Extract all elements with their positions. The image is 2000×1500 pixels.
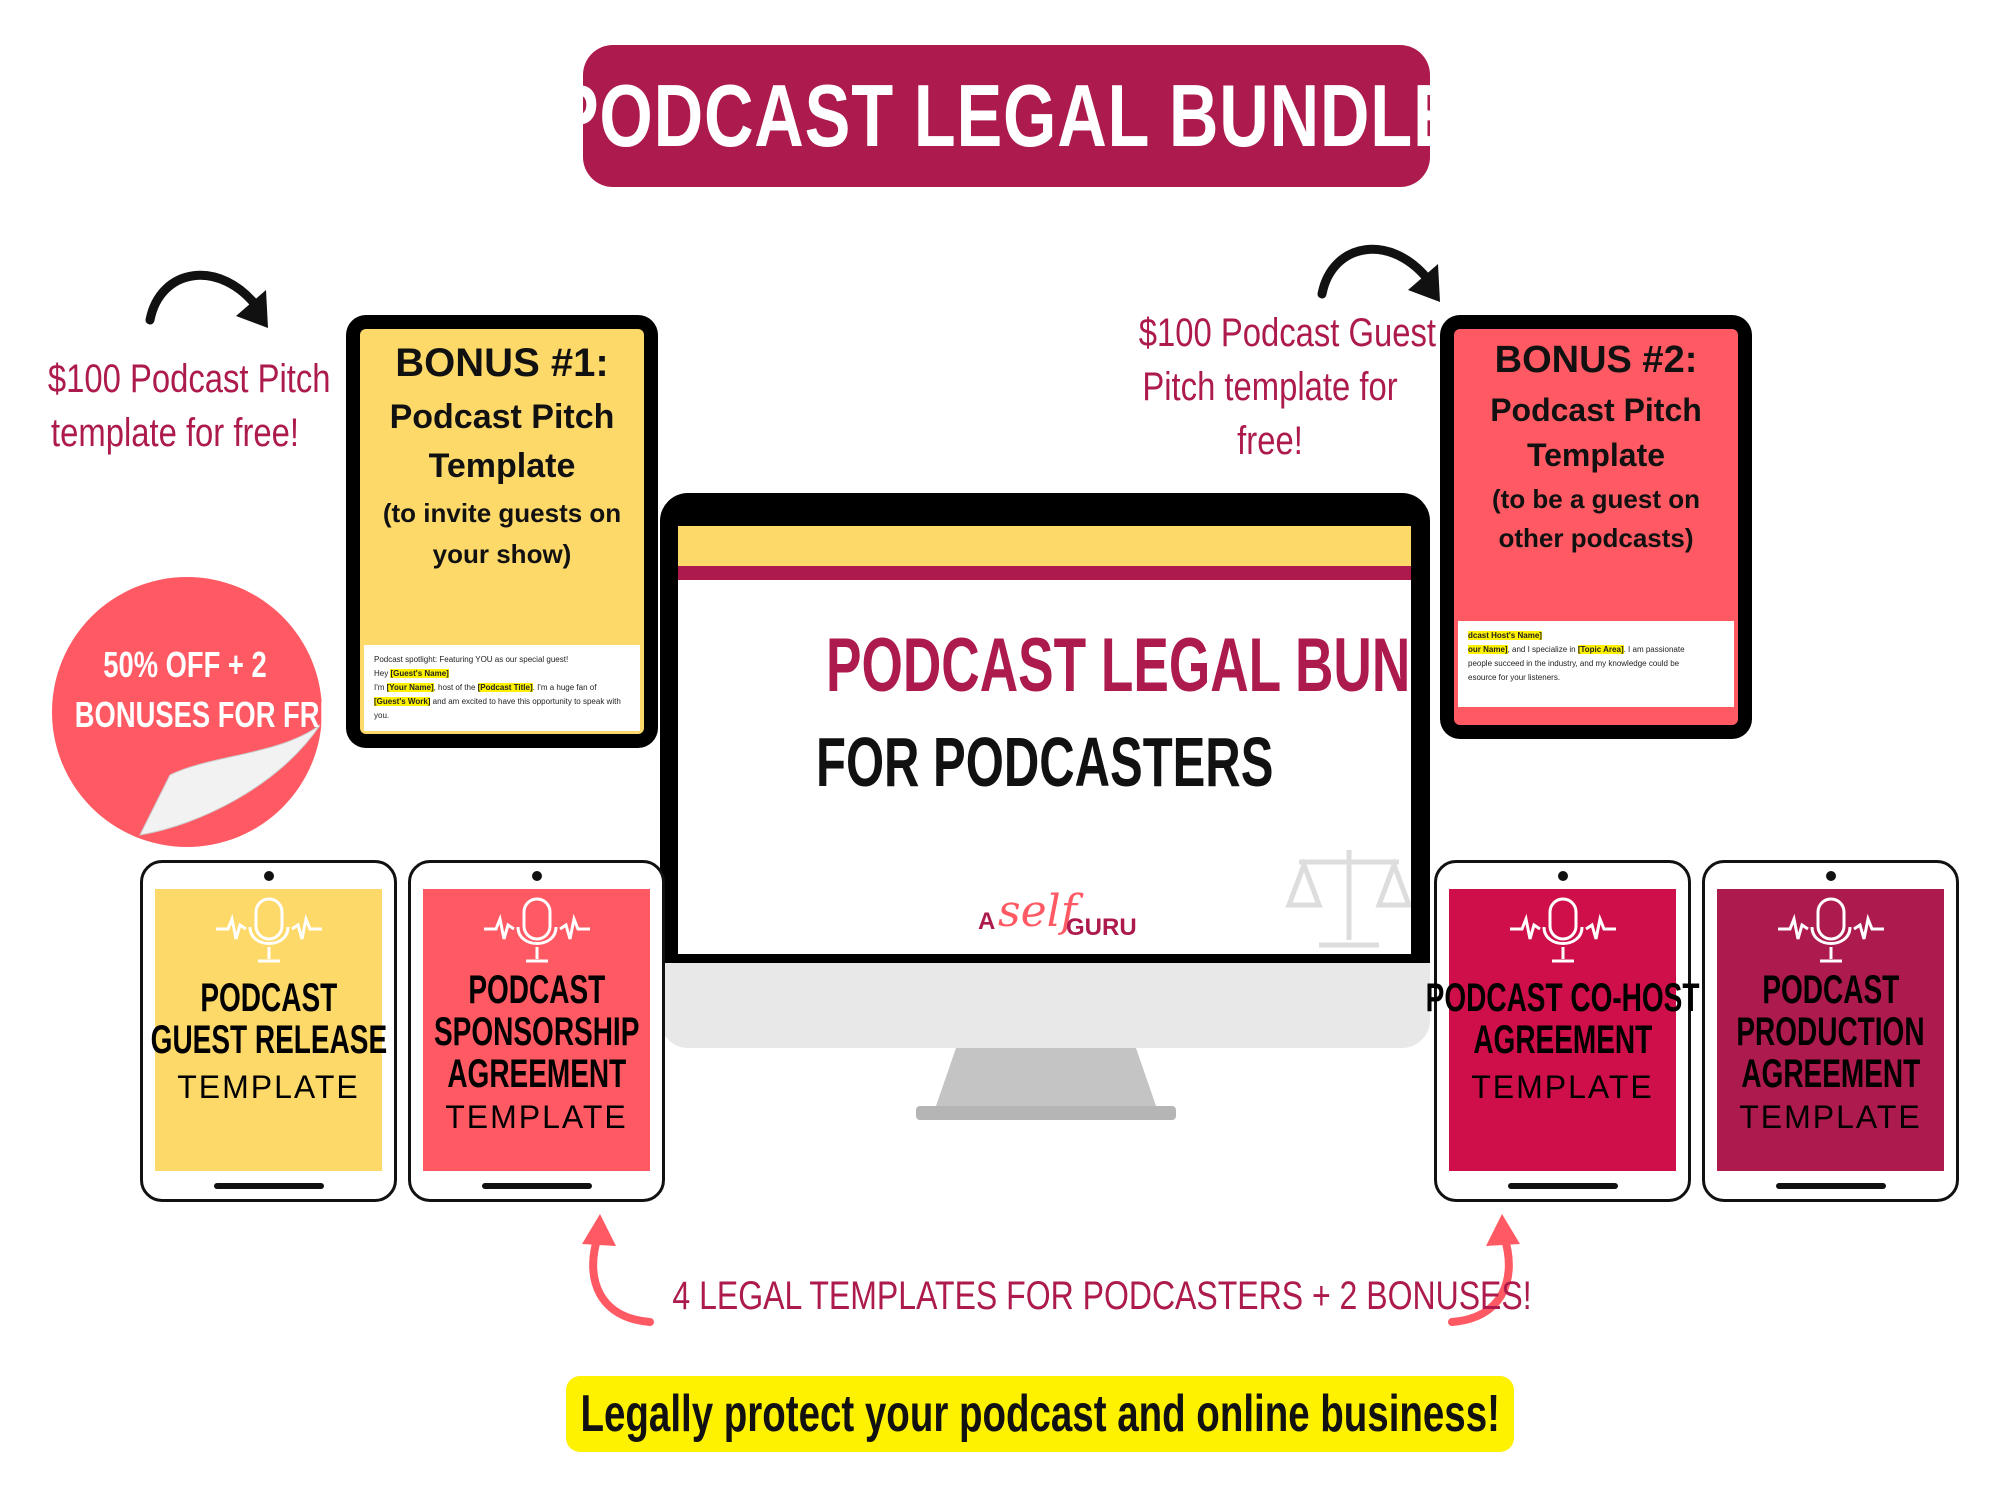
- title-banner: PODCAST LEGAL BUNDLE: [553, 45, 1459, 187]
- sticker-text: 50% OFF + 2 BONUSES FOR FREE!: [40, 640, 366, 740]
- bonus2-screen: BONUS #2: Podcast Pitch Template (to be …: [1454, 329, 1738, 725]
- logo-guru: GURU: [1066, 914, 1137, 941]
- bonus2-tablet: BONUS #2: Podcast Pitch Template (to be …: [1440, 315, 1752, 739]
- doc-highlight: [Your Name]: [386, 683, 434, 692]
- template-title-line2: PRODUCTION: [1736, 1010, 1925, 1054]
- camera-dot: [263, 871, 274, 881]
- bonus2-title2: Template: [1526, 437, 1666, 473]
- sticker-line1: 50% OFF + 2: [103, 644, 267, 685]
- template-label: TEMPLATE: [445, 1099, 628, 1135]
- doc-line: people succeed in the industry, and my k…: [1468, 659, 1680, 668]
- doc-text: , host of the: [433, 683, 478, 692]
- left-bonus-note: $100 Podcast Pitch template for free!: [20, 352, 331, 460]
- template-label: TEMPLATE: [1471, 1069, 1654, 1105]
- doc-text: . I'm a huge fan of: [532, 683, 597, 692]
- sticker-line2: BONUSES FOR FREE!: [74, 694, 366, 735]
- home-bar: [1507, 1183, 1618, 1189]
- monitor-stand: [916, 1048, 1176, 1120]
- template-label: TEMPLATE: [1739, 1099, 1922, 1135]
- curved-arrow-icon: [145, 270, 268, 328]
- logo-a: A: [978, 908, 996, 935]
- template-phone-cohost: PODCAST CO-HOST AGREEMENT TEMPLATE: [1426, 860, 1699, 1202]
- bonus2-doc-preview: dcast Host's Name] our Name], and I spec…: [1458, 621, 1734, 707]
- monitor-screen: PODCAST LEGAL BUNDLE FOR PODCASTERS A se…: [678, 526, 1411, 954]
- curved-arrow-icon: [1317, 244, 1440, 302]
- doc-text: Hey: [374, 669, 391, 678]
- template-title-line1: PODCAST CO-HOST: [1425, 976, 1700, 1020]
- template-title-line2: GUEST RELEASE: [150, 1018, 387, 1062]
- bonus2-heading: BONUS #2:: [1494, 339, 1698, 381]
- template-title-line3: AGREEMENT: [447, 1052, 626, 1096]
- doc-line: esource for your listeners.: [1468, 673, 1561, 682]
- doc-text: . I am passionate: [1623, 645, 1685, 654]
- bonus1-title2: Template: [428, 447, 576, 485]
- bundle-summary-text: 4 LEGAL TEMPLATES FOR PODCASTERS + 2 BON…: [672, 1274, 1532, 1318]
- camera-dot: [531, 871, 542, 881]
- home-bar: [481, 1183, 592, 1189]
- home-bar: [213, 1183, 324, 1189]
- template-card: PODCAST CO-HOST AGREEMENT TEMPLATE: [1426, 889, 1699, 1171]
- right-bonus-note: $100 Podcast Guest Pitch template for fr…: [1110, 306, 1437, 468]
- screen-brand-band: [678, 566, 1411, 580]
- doc-highlight: dcast Host's Name]: [1468, 631, 1542, 640]
- tagline-box: Legally protect your podcast and online …: [566, 1376, 1514, 1452]
- camera-dot: [1557, 871, 1568, 881]
- bonus2-title1: Podcast Pitch: [1490, 392, 1702, 428]
- doc-text: and am excited to have this opportunity …: [374, 697, 621, 720]
- bonus1-heading: BONUS #1:: [395, 341, 609, 385]
- bonus1-sub2: your show): [432, 539, 572, 569]
- template-title-line2: AGREEMENT: [1473, 1018, 1652, 1062]
- left-note-line1: $100 Podcast Pitch: [47, 357, 331, 401]
- doc-line: Podcast spotlight: Featuring YOU as our …: [374, 655, 569, 664]
- bonus2-sub2: other podcasts): [1498, 523, 1694, 553]
- template-card: PODCAST SPONSORSHIP AGREEMENT TEMPLATE: [423, 889, 650, 1171]
- template-title-line1: PODCAST: [200, 976, 337, 1020]
- scales-icon: [1285, 850, 1411, 948]
- microphone-icon: [483, 897, 590, 963]
- bonus1-tablet: BONUS #1: Podcast Pitch Template (to inv…: [346, 315, 658, 748]
- bonus1-doc-preview: Podcast spotlight: Featuring YOU as our …: [364, 645, 640, 731]
- brand-logo: A self GURU: [978, 886, 1138, 946]
- microphone-icon: [1509, 897, 1616, 963]
- template-phone-sponsorship: PODCAST SPONSORSHIP AGREEMENT TEMPLATE: [408, 860, 665, 1202]
- doc-highlight: [Topic Area]: [1577, 645, 1624, 654]
- template-label: TEMPLATE: [177, 1069, 360, 1105]
- sticker-curl: [139, 724, 321, 836]
- left-note-line2: template for free!: [51, 411, 299, 455]
- template-title-line1: PODCAST: [468, 968, 605, 1012]
- tagline-text: Legally protect your podcast and online …: [580, 1385, 1500, 1443]
- curved-arrow-up-left-icon: [582, 1214, 654, 1326]
- doc-highlight: [Podcast Title]: [477, 683, 533, 692]
- template-card: PODCAST PRODUCTION AGREEMENT TEMPLATE: [1717, 889, 1944, 1171]
- doc-highlight: [Guest's Name]: [390, 669, 449, 678]
- doc-highlight: our Name]: [1468, 645, 1508, 654]
- doc-highlight: [Guest's Work]: [374, 697, 431, 706]
- right-note-line1: $100 Podcast Guest: [1138, 311, 1437, 355]
- microphone-icon: [215, 897, 322, 963]
- microphone-icon: [1777, 897, 1884, 963]
- right-note-line2: Pitch template for: [1142, 365, 1398, 409]
- page-title: PODCAST LEGAL BUNDLE: [553, 66, 1460, 165]
- bonus1-title1: Podcast Pitch: [389, 398, 615, 436]
- template-title-line2: SPONSORSHIP: [433, 1010, 640, 1054]
- monitor-title-line1: PODCAST LEGAL BUNDLE: [825, 623, 1411, 708]
- bonus2-sub1: (to be a guest on: [1492, 484, 1700, 514]
- template-phone-guest-release: PODCAST GUEST RELEASE TEMPLATE: [140, 860, 397, 1202]
- bonus1-sub1: (to invite guests on: [382, 498, 622, 528]
- logo-self: self: [998, 886, 1077, 937]
- template-title-line1: PODCAST: [1762, 968, 1899, 1012]
- monitor-title-line2: FOR PODCASTERS: [815, 723, 1274, 801]
- doc-text: I'm: [374, 683, 387, 692]
- right-note-line3: free!: [1237, 419, 1303, 463]
- template-title-line3: AGREEMENT: [1741, 1052, 1920, 1096]
- bundle-summary: 4 LEGAL TEMPLATES FOR PODCASTERS + 2 BON…: [565, 1274, 1531, 1319]
- doc-text: , and I specialize in: [1507, 645, 1578, 654]
- template-phone-production: PODCAST PRODUCTION AGREEMENT TEMPLATE: [1702, 860, 1959, 1202]
- template-card: PODCAST GUEST RELEASE TEMPLATE: [150, 889, 387, 1171]
- curved-arrow-up-right-icon: [1448, 1214, 1520, 1326]
- bonus1-screen: BONUS #1: Podcast Pitch Template (to inv…: [360, 329, 644, 734]
- home-bar: [1775, 1183, 1886, 1189]
- screen-yellow-band: [678, 526, 1411, 566]
- camera-dot: [1825, 871, 1836, 881]
